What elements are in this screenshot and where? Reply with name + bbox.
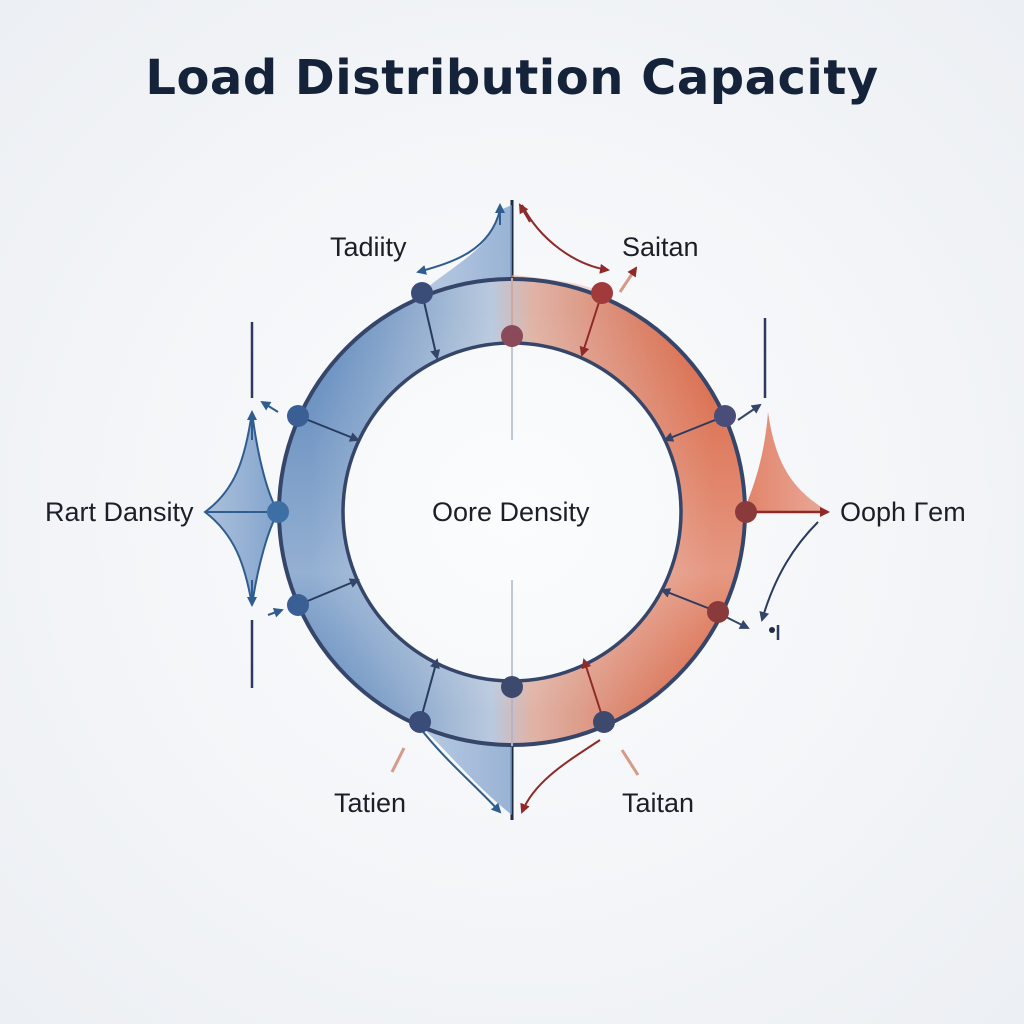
label-center: Oore Density [432,497,590,527]
right-fin [748,412,830,512]
label-bottom-left: Tatien [334,788,407,818]
node-left-middle [267,501,289,523]
label-top-left: Tadiity [330,232,407,262]
node-bottom-left-outer [409,711,431,733]
node-right-upper [714,405,736,427]
bottom-left-fin-edge [419,727,502,814]
left-lower-small-arrow [267,607,284,618]
node-bottom-right-outer [593,711,615,733]
right-brackets [763,318,780,640]
node-left-lower [287,594,309,616]
bottom-right-tick [620,749,640,776]
node-top-right-outer [591,282,613,304]
label-top-right: Saitan [622,232,699,262]
ring-nodes [267,282,757,733]
right-fin-curve-lower [759,521,819,622]
bottom-left-tick [390,747,406,773]
top-left-fin-edge [416,209,501,275]
node-left-upper [287,405,309,427]
label-right: Ooph Гem [840,497,966,527]
diagram-title: Load Distribution Capacity [145,50,879,106]
top-right-tip-arrow [518,203,531,223]
center-axis-lines [345,345,680,680]
left-fin [203,411,280,606]
node-bottom-inner [501,676,523,698]
top-right-tick [618,266,638,293]
right-stray-dot [769,627,775,633]
node-right-middle [735,501,757,523]
node-top-inner [501,325,523,347]
label-bottom-right: Taitan [622,788,695,818]
left-upper-small-arrow [260,400,279,413]
right-upper-small-arrow [737,403,762,421]
label-left: Rart Dansity [45,497,194,527]
bottom-right-curve [520,739,601,814]
node-right-lower [707,601,729,623]
top-right-curve [521,204,610,274]
node-top-left-outer [411,282,433,304]
